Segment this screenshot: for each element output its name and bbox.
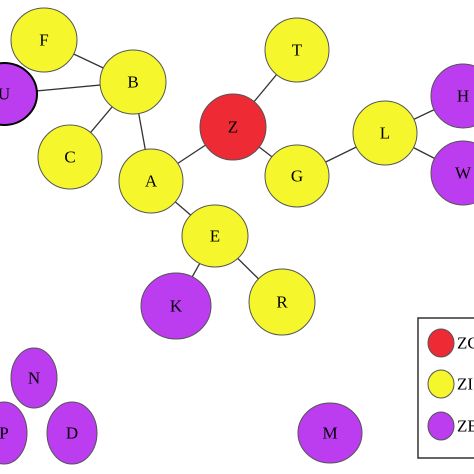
node-circle-P <box>0 401 28 465</box>
legend-swatch-0 <box>427 328 455 358</box>
legend-swatch-2 <box>427 411 455 441</box>
node-D: D <box>46 401 98 465</box>
node-circle-B <box>99 49 167 115</box>
node-label-F: F <box>39 31 48 50</box>
node-label-N: N <box>28 369 40 388</box>
node-M: M <box>297 402 363 464</box>
node-H: H <box>430 63 474 129</box>
node-T: T <box>264 17 330 83</box>
legend-label-2: ZE <box>457 417 474 436</box>
node-label-K: K <box>170 297 183 316</box>
node-G: G <box>264 144 330 208</box>
node-L: L <box>352 100 418 166</box>
node-circle-L <box>352 100 418 166</box>
node-P: P <box>0 401 28 465</box>
node-circle-E <box>181 204 249 268</box>
node-circle-K <box>140 272 212 340</box>
node-F: F <box>10 7 78 73</box>
legend: ZC ZI ZE <box>417 317 474 459</box>
node-circle-C <box>37 124 103 190</box>
node-U: U <box>0 62 38 126</box>
node-circle-N <box>10 347 58 409</box>
node-B: B <box>99 49 167 115</box>
node-label-G: G <box>291 167 303 186</box>
node-Z: Z <box>199 93 267 161</box>
node-circle-Z <box>199 93 267 161</box>
node-circle-M <box>297 402 363 464</box>
node-circle-H <box>430 63 474 129</box>
legend-swatch-1 <box>427 369 455 399</box>
node-label-B: B <box>127 73 138 92</box>
node-circle-U <box>0 62 38 126</box>
node-label-L: L <box>380 124 390 143</box>
node-C: C <box>37 124 103 190</box>
node-label-C: C <box>64 148 75 167</box>
legend-label-1: ZI <box>457 375 473 394</box>
node-W: W <box>430 140 474 206</box>
node-label-Z: Z <box>228 118 238 137</box>
node-E: E <box>181 204 249 268</box>
node-label-R: R <box>276 293 288 312</box>
node-circle-W <box>430 140 474 206</box>
node-circle-D <box>46 401 98 465</box>
node-label-E: E <box>210 227 220 246</box>
node-label-H: H <box>457 87 469 106</box>
node-label-M: M <box>322 424 337 443</box>
node-R: R <box>248 268 316 336</box>
node-A: A <box>118 148 184 214</box>
node-label-D: D <box>66 424 78 443</box>
node-circle-R <box>248 268 316 336</box>
legend-label-0: ZC <box>457 334 474 353</box>
node-circle-A <box>118 148 184 214</box>
node-label-P: P <box>0 424 9 443</box>
node-N: N <box>10 347 58 409</box>
node-circle-G <box>264 144 330 208</box>
node-label-T: T <box>292 41 303 60</box>
node-circle-F <box>10 7 78 73</box>
node-circle-T <box>264 17 330 83</box>
node-K: K <box>140 272 212 340</box>
node-label-U: U <box>0 85 10 104</box>
node-label-W: W <box>455 164 472 183</box>
node-layer: F U B C A Z T G L H W E K R N P D M <box>0 7 474 465</box>
node-label-A: A <box>145 172 158 191</box>
